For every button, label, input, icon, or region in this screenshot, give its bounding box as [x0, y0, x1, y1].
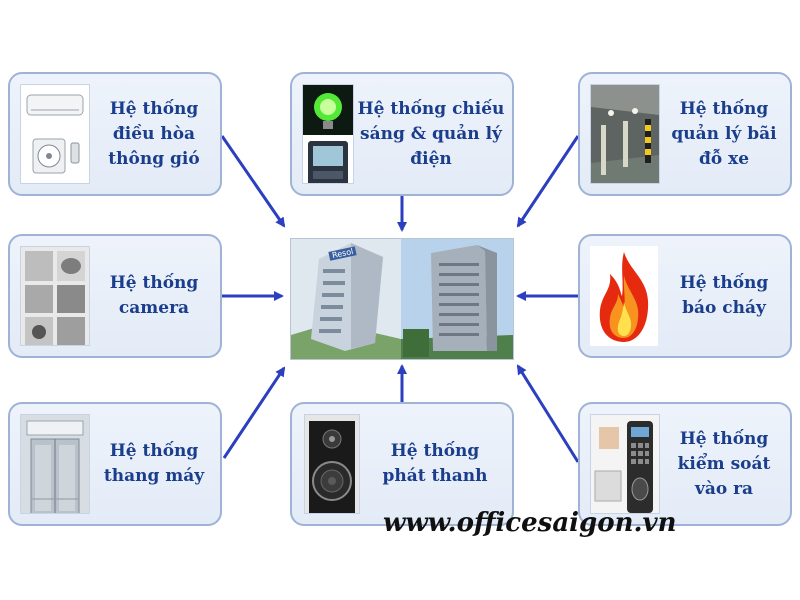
arrow-elevator: [222, 366, 286, 459]
website-watermark: www.officesaigon.vn: [383, 508, 677, 538]
node-parking: Hệ thống quản lý bãi đỗ xe: [578, 72, 792, 196]
node-hvac: Hệ thống điều hòa thông gió: [8, 72, 222, 196]
node-parking-label: Hệ thống quản lý bãi đỗ xe: [671, 98, 777, 169]
fingerprint-reader-icon: [590, 414, 660, 514]
node-lighting-label: Hệ thống chiếu sáng & quản lý điện: [357, 98, 505, 169]
node-fire-label: Hệ thống báo cháy: [679, 273, 769, 318]
node-lighting: Hệ thống chiếu sáng & quản lý điện: [290, 72, 514, 196]
arrow-parking: [516, 135, 580, 228]
elevator-icon: [20, 414, 90, 514]
node-camera: Hệ thống camera: [8, 234, 222, 358]
arrow-hvac: [220, 135, 286, 228]
node-camera-label: Hệ thống camera: [109, 273, 199, 318]
node-access-label: Hệ thống kiểm soát vào ra: [677, 428, 771, 499]
node-hvac-label: Hệ thống điều hòa thông gió: [108, 98, 200, 169]
node-pa: Hệ thống phát thanh: [290, 402, 514, 526]
building-image: Resol: [290, 238, 514, 360]
node-pa-label: Hệ thống phát thanh: [382, 441, 488, 486]
speaker-icon: [304, 414, 360, 514]
arrow-access: [516, 364, 580, 463]
light-bulb-meter-icon: [302, 84, 354, 184]
node-elevator: Hệ thống thang máy: [8, 402, 222, 526]
security-camera-icon: [20, 246, 90, 346]
node-elevator-label: Hệ thống thang máy: [103, 441, 205, 486]
node-fire: Hệ thống báo cháy: [578, 234, 792, 358]
node-access: Hệ thống kiểm soát vào ra: [578, 402, 792, 526]
flame-icon: [590, 246, 658, 346]
air-conditioner-icon: [20, 84, 90, 184]
parking-garage-icon: [590, 84, 660, 184]
